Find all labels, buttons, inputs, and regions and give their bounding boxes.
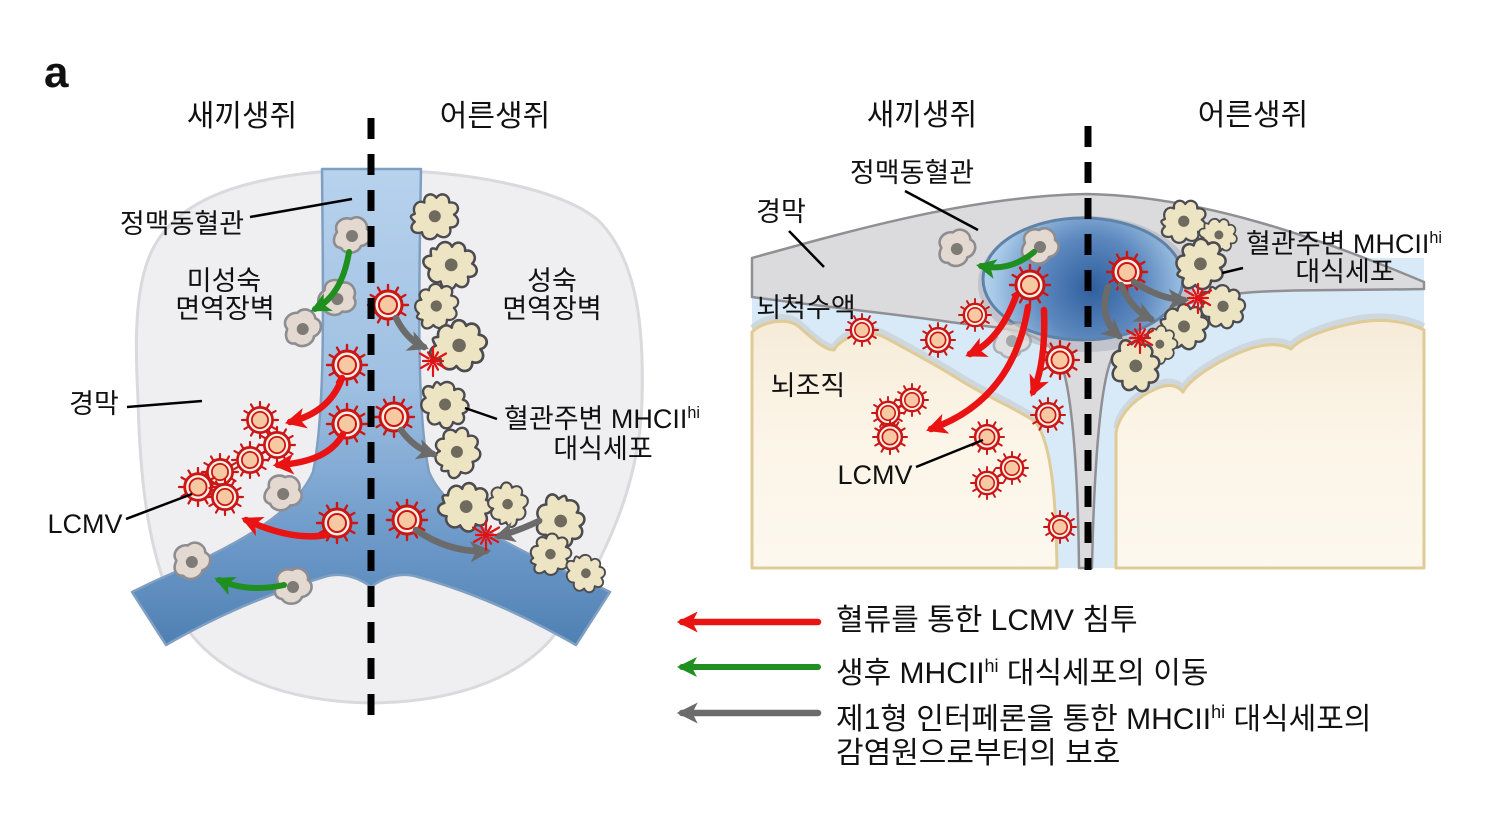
leader-line	[904, 189, 979, 232]
right-label-dura: 경막	[756, 197, 806, 227]
macro-label-text: 혈관주변 MHCII	[504, 404, 688, 434]
leader-line	[125, 492, 193, 521]
macro-label-sup: hi	[687, 404, 700, 422]
red-arrow	[241, 516, 330, 540]
legend-gray-sup: hi	[1211, 702, 1226, 722]
gray-arrow	[1100, 283, 1123, 340]
right-label-csf: 뇌척수액	[756, 293, 856, 323]
left-label-immature-2: 면역장벽	[175, 294, 275, 324]
brain-right-lobe	[1114, 318, 1426, 570]
leader-line	[249, 197, 353, 219]
legend-gray-post: 대식세포의	[1225, 703, 1372, 736]
gray-arrow	[493, 517, 543, 543]
panel-label: a	[44, 48, 69, 97]
red-arrow	[272, 430, 347, 475]
legend-gray-pre: 제1형 인터페론을 통한 MHCII	[836, 703, 1212, 736]
right-diagram-art	[749, 126, 1426, 570]
right-label-macro-1: 혈관주변 MHCIIhi	[1246, 223, 1442, 259]
right-label-macro-2: 대식세포	[1295, 257, 1395, 287]
legend-item-red: 혈류를 통한 LCMV 침투	[836, 604, 1138, 637]
left-label-macro-1: 혈관주변 MHCIIhi	[504, 398, 700, 434]
left-label-mature-2: 면역장벽	[502, 294, 602, 324]
left-label-immature-1: 미성숙	[186, 266, 262, 296]
leader-line	[464, 406, 498, 421]
left-title-baby: 새끼생쥐	[186, 100, 298, 133]
legend-arrows	[676, 611, 822, 724]
left-label-lcmv: LCMV	[47, 509, 123, 539]
right-title-baby: 새끼생쥐	[866, 99, 978, 132]
green-arrow	[976, 249, 1037, 279]
legend-green-post: 대식세포의 이동	[998, 657, 1209, 690]
left-label-sinus: 정맥동혈관	[119, 209, 245, 239]
red-arrow	[926, 303, 1032, 434]
red-arrow	[965, 292, 1020, 358]
gray-arrow	[412, 526, 492, 563]
right-label-lcmv: LCMV	[837, 460, 913, 490]
left-label-mature-1: 성숙	[527, 266, 577, 296]
right-label-sinus: 정맥동혈관	[849, 158, 975, 188]
leader-line	[126, 399, 203, 409]
left-label-dura: 경막	[69, 389, 119, 419]
red-arrow	[284, 374, 346, 429]
legend-item-gray: 제1형 인터페론을 통한 MHCIIhi 대식세포의 감염원으로부터의 보호	[836, 695, 1476, 771]
gray-arrow	[397, 426, 439, 460]
left-title-adult: 어른생쥐	[439, 100, 551, 133]
macro-label-text: 혈관주변 MHCII	[1246, 229, 1430, 259]
legend-green-sup: hi	[984, 656, 999, 676]
macro-label-sup: hi	[1429, 229, 1442, 247]
gray-arrow	[392, 314, 429, 351]
leader-line	[788, 230, 825, 268]
legend-item-green: 생후 MHCIIhi 대식세포의 이동	[836, 649, 1208, 691]
green-arrow	[214, 577, 287, 596]
brain-right-shadow	[1113, 313, 1426, 429]
leader-line	[915, 438, 984, 469]
right-title-adult: 어른생쥐	[1197, 99, 1309, 132]
green-arrow	[310, 249, 352, 312]
legend-gray-line2: 감염원으로부터의 보호	[836, 737, 1121, 770]
gray-arrow	[1117, 281, 1156, 323]
leader-line	[1221, 266, 1244, 275]
legend-gray-line1: 제1형 인터페론을 통한 MHCIIhi 대식세포의	[836, 702, 1372, 736]
left-label-macro-2: 대식세포	[553, 434, 653, 464]
red-arrow	[1029, 306, 1049, 397]
legend-green-pre: 생후 MHCII	[836, 657, 985, 690]
left-diagram-art	[125, 118, 644, 727]
right-label-brain: 뇌조직	[770, 371, 846, 401]
gray-arrow	[1130, 278, 1190, 310]
